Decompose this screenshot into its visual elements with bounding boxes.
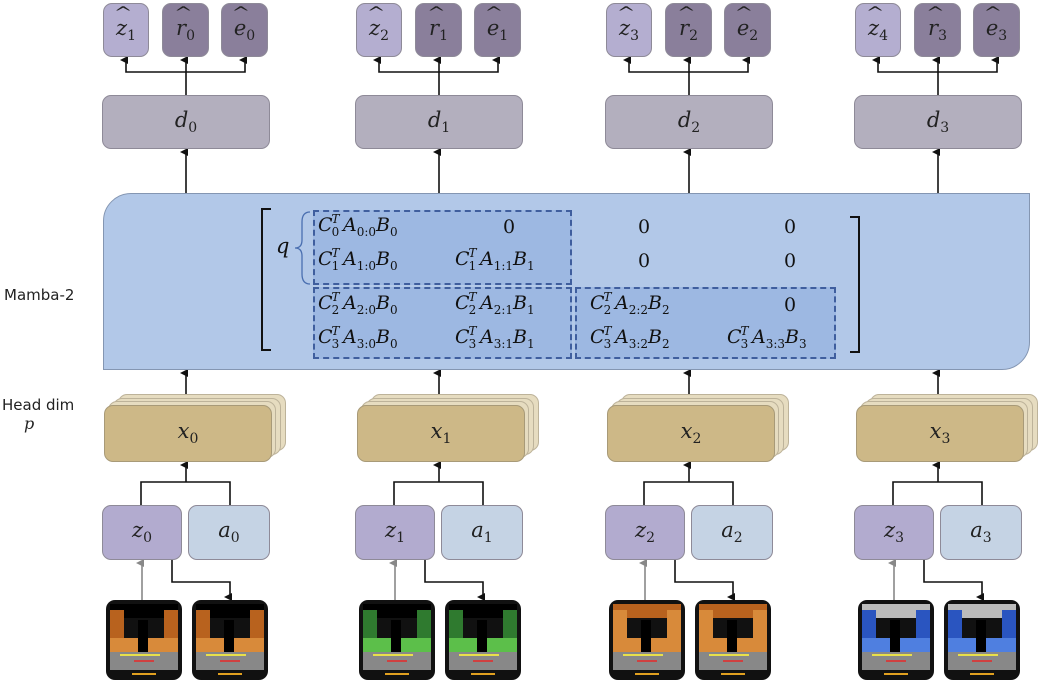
head-dim-symbol: p — [24, 414, 35, 433]
game-frame-next — [695, 600, 771, 680]
chunk-block-offdiag-1-0 — [313, 287, 572, 359]
arrow-line — [923, 560, 984, 601]
matrix-entry: CT2 A2:0B0 — [318, 290, 398, 317]
latent-z-box: z2 — [605, 505, 685, 560]
matrix-entry: CT3 A3:0B0 — [318, 324, 398, 351]
predicted-episode-end-e-box: e1 — [474, 3, 521, 57]
game-frame-current — [609, 600, 685, 680]
game-frame-current — [858, 600, 934, 680]
decoder-d-box: d2 — [605, 95, 773, 149]
predicted-episode-end-e-box: e2 — [724, 3, 771, 57]
predicted-reward-r-box: r0 — [162, 3, 209, 57]
matrix-entry: CT3 A3:3B3 — [727, 324, 807, 351]
predicted-latent-z-box: z3 — [606, 3, 652, 57]
predicted-episode-end-e-box: e0 — [221, 3, 268, 57]
arrow-line — [393, 481, 484, 505]
chunk-block-diagonal-0 — [313, 210, 572, 285]
latent-z-box: z3 — [854, 505, 934, 560]
input-x-box: x0 — [104, 405, 272, 462]
game-frame-current — [106, 600, 182, 680]
decoder-d-box: d3 — [854, 95, 1022, 149]
chunk-block-diagonal-1 — [575, 287, 836, 359]
input-x-box: x1 — [357, 405, 525, 462]
action-a-box: a1 — [441, 505, 523, 560]
latent-z-box: z1 — [355, 505, 435, 560]
arrow-line — [140, 481, 231, 505]
chunk-brace-icon — [294, 211, 311, 285]
matrix-zero-entry: 0 — [784, 294, 797, 316]
matrix-right-bracket — [850, 216, 860, 353]
matrix-entry: CT0 A0:0B0 — [318, 212, 398, 239]
arrow-line — [120, 56, 186, 73]
game-frame-next — [944, 600, 1020, 680]
arrow-line — [373, 56, 439, 73]
arrow-line — [689, 56, 750, 73]
predicted-reward-r-box: r3 — [914, 3, 961, 57]
matrix-entry: CT2 A2:1B1 — [455, 290, 535, 317]
predicted-reward-r-box: r1 — [415, 3, 462, 57]
predicted-latent-z-box: z2 — [356, 3, 402, 57]
arrow-line — [643, 481, 734, 505]
predicted-episode-end-e-box: e3 — [973, 3, 1020, 57]
matrix-zero-entry: 0 — [784, 216, 797, 238]
input-x-box: x2 — [607, 405, 775, 462]
game-frame-current — [359, 600, 435, 680]
arrow-line — [186, 56, 247, 73]
matrix-zero-entry: 0 — [503, 216, 516, 238]
matrix-zero-entry: 0 — [784, 250, 797, 272]
action-a-box: a3 — [940, 505, 1022, 560]
head-dim-label: Head dim — [2, 396, 75, 414]
game-frame-next — [192, 600, 268, 680]
decoder-d-box: d0 — [102, 95, 270, 149]
predicted-latent-z-box: z4 — [855, 3, 901, 57]
matrix-zero-entry: 0 — [638, 216, 651, 238]
latent-z-box: z0 — [102, 505, 182, 560]
matrix-entry: CT2 A2:2B2 — [590, 290, 670, 317]
arrow-line — [892, 481, 983, 505]
matrix-entry: CT3 A3:2B2 — [590, 324, 670, 351]
matrix-entry: CT1 A1:1B1 — [455, 246, 535, 273]
action-a-box: a0 — [188, 505, 270, 560]
arrow-line — [171, 560, 232, 601]
arrow-line — [424, 560, 485, 601]
decoder-d-box: d1 — [355, 95, 523, 149]
arrow-line — [439, 56, 500, 73]
arrow-line — [872, 56, 938, 73]
matrix-left-bracket — [261, 208, 271, 351]
mamba-2-label: Mamba-2 — [4, 286, 75, 304]
input-x-box: x3 — [856, 405, 1024, 462]
action-a-box: a2 — [691, 505, 773, 560]
predicted-reward-r-box: r2 — [665, 3, 712, 57]
matrix-entry: CT1 A1:0B0 — [318, 246, 398, 273]
arrow-line — [674, 560, 735, 601]
chunk-size-q-label: q — [276, 234, 290, 258]
matrix-entry: CT3 A3:1B1 — [455, 324, 535, 351]
matrix-zero-entry: 0 — [638, 250, 651, 272]
game-frame-next — [445, 600, 521, 680]
predicted-latent-z-box: z1 — [103, 3, 149, 57]
arrow-line — [938, 56, 999, 73]
arrow-line — [623, 56, 689, 73]
